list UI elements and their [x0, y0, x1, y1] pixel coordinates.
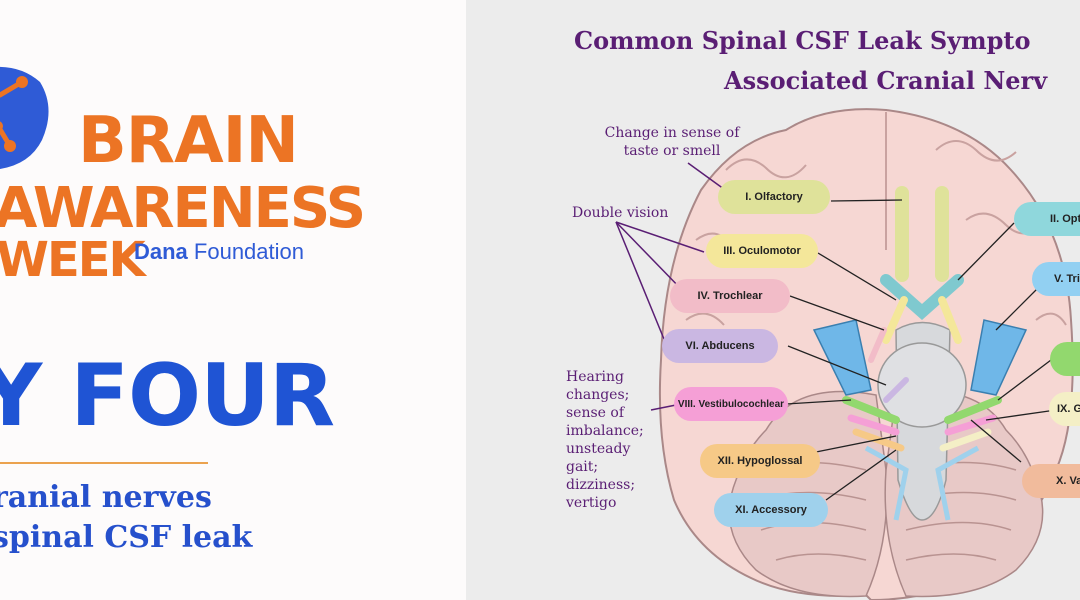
nerve-abducens: VI. Abducens — [662, 329, 778, 363]
symptom-hearing: Hearing changes; sense of imbalance; uns… — [566, 369, 644, 511]
brain-logo-icon — [0, 66, 49, 169]
nerve-trochlear: IV. Trochlear — [670, 279, 790, 313]
dana-foundation-label: Dana Foundation — [134, 239, 304, 265]
nerve-glossopharyngeal: IX. Gl — [1049, 392, 1080, 426]
subtitle-line-2: spinal CSF leak — [0, 520, 253, 555]
nerve-accessory: XI. Accessory — [714, 493, 828, 527]
nerve-optic: II. Opt — [1014, 202, 1080, 236]
nerve-vestibulocochlear: VIII. Vestibulocochlear — [674, 387, 788, 421]
brain-awareness-panel: BRAIN AWARENESS WEEK Dana Foundation Y F… — [0, 0, 466, 600]
symptom-double-vision: Double vision — [572, 205, 669, 221]
dana-bold: Dana — [134, 239, 188, 264]
cranial-nerve-diagram-panel: Common Spinal CSF Leak Sympto Associated… — [466, 0, 1080, 600]
brand-word-awareness: AWARENESS — [0, 176, 366, 241]
nerve-oculomotor: III. Oculomotor — [706, 234, 818, 268]
nerve-trigeminal: V. Tri — [1032, 262, 1080, 296]
nerve-facial — [1050, 342, 1080, 376]
subtitle-line-1: ranial nerves — [0, 480, 212, 515]
diagram-title-line-2: Associated Cranial Nerv — [724, 66, 1048, 95]
divider — [0, 462, 208, 464]
brand-word-week: WEEK — [0, 232, 146, 288]
nerve-vagus: X. Va — [1022, 464, 1080, 498]
diagram-title-line-1: Common Spinal CSF Leak Sympto — [574, 26, 1031, 55]
nerve-hypoglossal: XII. Hypoglossal — [700, 444, 820, 478]
brand-word-brain: BRAIN — [78, 104, 299, 178]
foundation-text: Foundation — [187, 239, 304, 264]
symptom-taste-smell: Change in sense of taste or smell — [604, 125, 740, 159]
nerve-olfactory: I. Olfactory — [718, 180, 830, 214]
day-heading: Y FOUR — [0, 346, 335, 446]
